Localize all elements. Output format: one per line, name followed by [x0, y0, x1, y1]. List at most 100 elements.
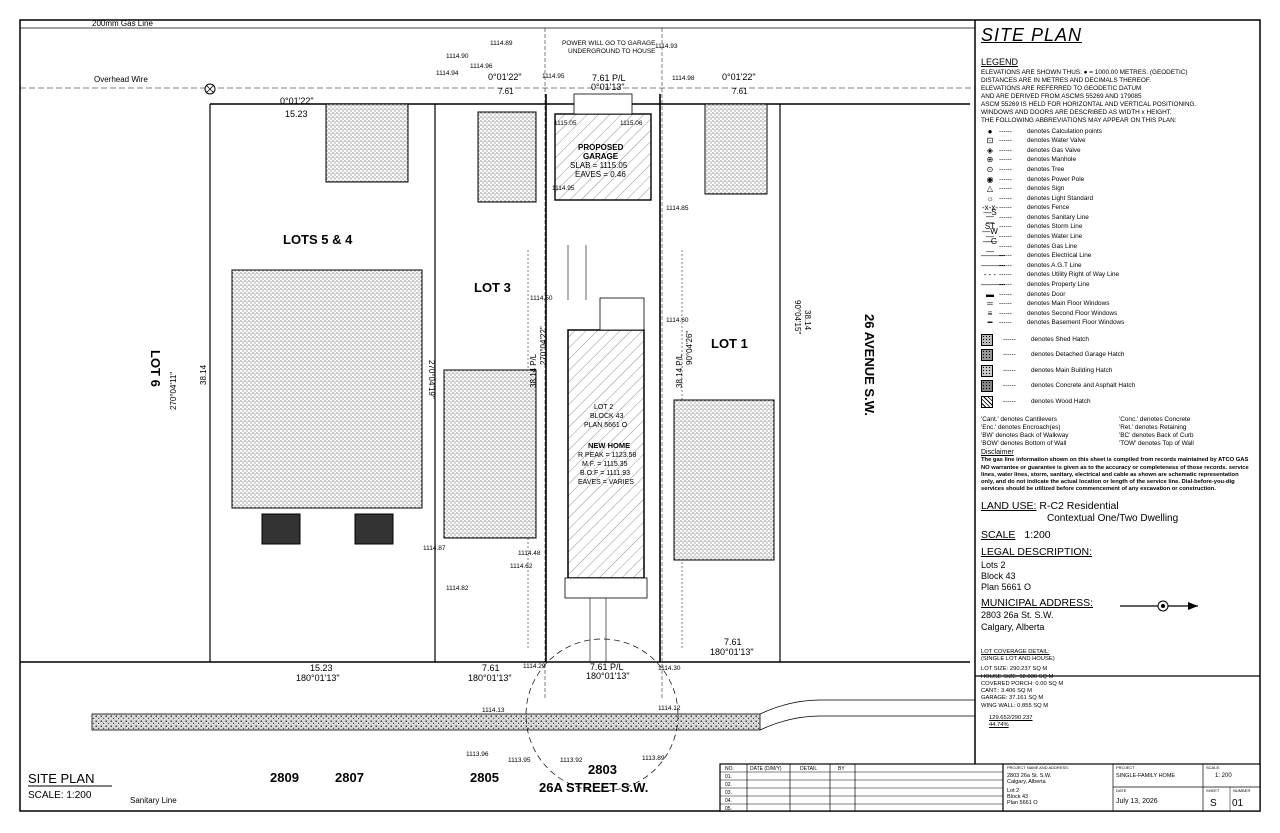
legend-symbol-label: denotes Property Line — [1027, 281, 1090, 289]
legend-dash: ------ — [999, 319, 1012, 327]
legend-hatch-label: denotes Main Building Hatch — [1031, 366, 1113, 374]
legend-dash: ------ — [999, 271, 1012, 279]
legal-line: Lots 2 — [981, 559, 1006, 570]
elevation-label: 1114.95 — [552, 185, 575, 192]
tb-scale: 1: 200 — [1215, 773, 1232, 779]
legend-symbol-row: ≡------denotes Second Floor Windows — [981, 309, 1257, 319]
coverage-ratio: 129.652/290.237 — [989, 714, 1033, 721]
legend-hatch-row: ------denotes Concrete and Asphalt Hatch — [981, 379, 1257, 395]
avenue-label: 26 AVENUE S.W. — [862, 314, 877, 416]
lot1-len: 38.14 — [803, 310, 812, 331]
tb-col-detail: DETAIL — [800, 766, 817, 772]
left-width-top: 15.23 — [285, 109, 308, 119]
left-bearing-top: 0°01'22" — [280, 96, 314, 106]
neighbour-garage-lot3 — [477, 111, 537, 203]
elevation-label: 1114.96 — [470, 63, 493, 70]
coverage-subtitle: (SINGLE LOT AND HOUSE) — [981, 656, 1055, 663]
legend-symbol-icon: ━ — [987, 318, 993, 328]
legend-symbol-row: -x-x-------denotes Fence — [981, 203, 1257, 214]
elevation-label: 1114.48 — [518, 550, 541, 557]
legend-symbol-row: —S—------denotes Sanitary Line — [981, 208, 1257, 227]
legend-symbol-label: denotes Electrical Line — [1027, 252, 1092, 260]
land-use-row: LAND USE: R-C2 Residential — [981, 500, 1257, 513]
garage-label: PROPOSED — [578, 143, 624, 152]
coverage-line: WING WALL: 0.855 SQ M — [981, 702, 1049, 709]
tb-addr-line: 2803 26a St. S.W. — [1007, 773, 1052, 779]
tb-addr-line: Plan 5661 O — [1007, 800, 1038, 806]
legend-dash: ------ — [999, 204, 1012, 212]
elevation-label: 1114.98 — [672, 75, 695, 82]
new-home-eaves: EAVES = VARIES — [578, 479, 634, 486]
top-pl-dim: 7.61 P/L — [592, 73, 626, 83]
legend-symbol-label: denotes Door — [1027, 290, 1066, 298]
scale-label: SCALE — [981, 529, 1016, 542]
new-home-footprint — [567, 329, 645, 579]
legend-symbol-row: ☼------denotes Light Standard — [981, 194, 1257, 204]
curb-line — [759, 699, 975, 715]
tb-col-date: DATE (D/M/Y) — [750, 766, 782, 772]
coverage-line: HOUSE SIZE: 92.036 SQ M — [981, 673, 1054, 680]
municipal-label: MUNICIPAL ADDRESS: — [981, 597, 1094, 610]
elevation-label: 1114.85 — [666, 205, 689, 212]
legend-symbol-label: denotes Second Floor Windows — [1027, 309, 1118, 317]
lot1-bearing: 90°04'15" — [793, 300, 802, 334]
coverage-title: LOT COVERAGE DETAIL: — [981, 648, 1050, 655]
legend-symbol-icon: —S— — [983, 207, 997, 227]
legal-line: Block 43 — [981, 570, 1016, 581]
legend-abbreviations: 'Cant.' denotes Cantilevers'Conc.' denot… — [981, 416, 1257, 448]
legend-dash: ------ — [999, 290, 1012, 298]
legend-symbol-icon: ☼ — [986, 193, 994, 203]
legend-hatch-label: denotes Shed Hatch — [1031, 335, 1089, 343]
legend-symbol-row: ◉------denotes Power Pole — [981, 175, 1257, 185]
new-home-mf: M.F. = 1115.35 — [582, 461, 628, 468]
hatch-swatch-icon — [981, 395, 993, 408]
legend-dash: ------ — [999, 252, 1012, 260]
legend-symbol-label: denotes Manhole — [1027, 156, 1077, 164]
hatch-swatch-icon — [981, 349, 993, 362]
legend-elev-example: = 1000.00 METRES. (GEODETIC) — [1089, 68, 1188, 76]
hatch-swatch-icon — [981, 333, 993, 346]
garage-eaves: EAVES = 0.46 — [575, 170, 626, 179]
municipal-line: 2803 26a St. S.W. — [981, 610, 1054, 621]
legend-abbreviation: 'BW' denotes Back of Walkway — [981, 431, 1069, 439]
legend-symbol-row: ⊡------denotes Water Valve — [981, 136, 1257, 146]
tb-row-no: 03. — [725, 790, 732, 796]
tb-row-no: 04. — [725, 798, 732, 804]
concrete-apron — [573, 93, 633, 115]
legend-symbol-icon: ═ — [987, 299, 993, 309]
coverage-detail: LOT COVERAGE DETAIL: (SINGLE LOT AND HOU… — [981, 649, 1257, 729]
legend-dash: ------ — [999, 281, 1012, 289]
power-pole-cross — [205, 84, 215, 94]
tb-sheet: S — [1210, 798, 1217, 809]
legend-hatch-label: denotes Detached Garage Hatch — [1031, 351, 1125, 359]
legend-hatch-row: ------denotes Shed Hatch — [981, 332, 1257, 348]
legend-symbol-icon: ⊡ — [986, 136, 994, 146]
legend-heading: LEGEND — [981, 56, 1019, 67]
coverage-line: LOT SIZE: 290.237 SQ M — [981, 666, 1048, 673]
legend-symbol-icon: ——— — [981, 251, 1005, 261]
house-number-2809: 2809 — [270, 770, 299, 785]
tb-addr-line: Lot 2 — [1007, 788, 1019, 794]
legend-symbol-row: —ST—------denotes Storm Line — [981, 212, 1257, 241]
elevation-label: 1114.60 — [666, 317, 689, 324]
lot1-bottom-width: 7.61 — [724, 637, 742, 647]
lot1-bearing-top: 0°01'22" — [722, 72, 756, 82]
legend-symbol-label: denotes A.G.T Line — [1027, 261, 1082, 269]
tb-row-no: 05. — [725, 806, 732, 812]
lot6-bearing: 270°04'11" — [169, 372, 178, 410]
legend-symbol-row: ⊕------denotes Manhole — [981, 155, 1257, 166]
legend-symbol-label: denotes Storm Line — [1027, 223, 1083, 231]
neighbour-dwelling-lot3 — [443, 369, 537, 539]
elevation-label: 1114.13 — [482, 707, 505, 714]
neighbour-steps-a — [261, 513, 301, 545]
legend-symbol-row: ———------denotes A.G.T Line — [981, 261, 1257, 271]
legend-symbols: ●------denotes Calculation points⊡------… — [977, 127, 1257, 328]
elevation-label: 1114.50 — [530, 295, 553, 302]
legend-symbol-label: denotes Gas Valve — [1027, 146, 1081, 154]
garage-slab: SLAB = 1115.05 — [570, 161, 628, 170]
east-side-bearing: 90°04'26" — [685, 331, 694, 365]
legend-abbreviation: 'BC' denotes Back of Curb — [1119, 431, 1194, 439]
gas-line-label: 200mm Gas Line — [92, 19, 153, 28]
legend-symbol-label: denotes Gas Line — [1027, 242, 1078, 250]
